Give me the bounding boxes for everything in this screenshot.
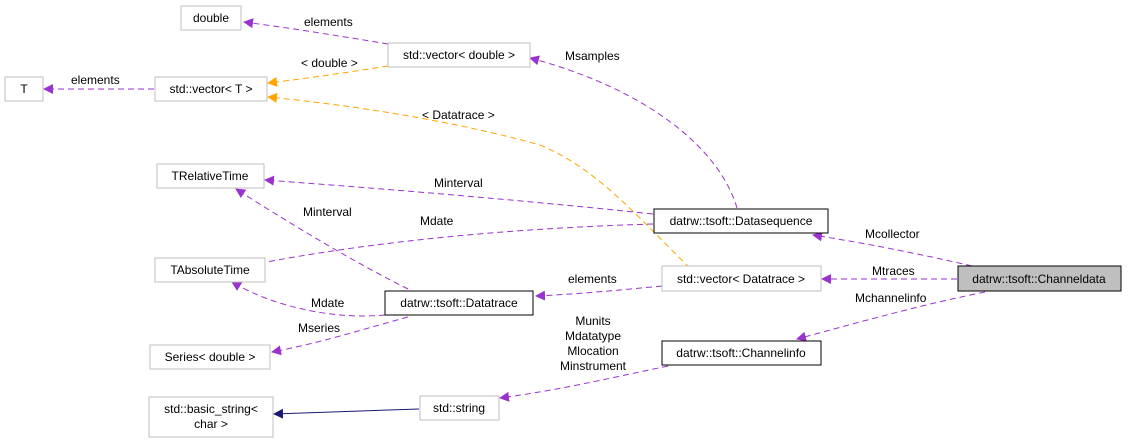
edge-label-mlocation: Mlocation [567, 344, 618, 358]
edge-label-minterval-ds: Minterval [434, 176, 483, 190]
node-double[interactable]: double [180, 5, 242, 31]
node-label-channeldata: datrw::tsoft::Channeldata [972, 272, 1106, 286]
edge-label-double-template: < double > [301, 56, 358, 70]
node-datasequence[interactable]: datrw::tsoft::Datasequence [653, 208, 829, 234]
edge-channeldata-to-datasequence [812, 231, 973, 267]
node-label-datatrace: datrw::tsoft::Datatrace [400, 296, 518, 310]
node-label-tabsolutetime: TAbsoluteTime [170, 263, 250, 277]
edge-string-to-basic-string [273, 408, 420, 419]
edge-label-mseries: Mseries [298, 321, 340, 335]
edge-label-minterval-dt: Minterval [303, 205, 352, 219]
edge-label-datatrace-template: < Datatrace > [422, 108, 495, 122]
edge-vector-double-to-vector-t [267, 65, 389, 87]
node-label-trelativetime: TRelativeTime [172, 169, 249, 183]
node-label-series-double: Series< double > [165, 350, 256, 364]
edge-datatrace-to-tabsolutetime [231, 281, 386, 317]
node-string[interactable]: std::string [419, 395, 500, 421]
node-label-channelinfo: datrw::tsoft::Channelinfo [676, 346, 806, 360]
edge-datatrace-to-trelativetime [235, 188, 409, 290]
node-label-string: std::string [433, 401, 485, 415]
node-label-vector-t: std::vector< T > [170, 82, 253, 96]
node-label-datasequence: datrw::tsoft::Datasequence [670, 214, 813, 228]
edge-label-elements-datatrace: elements [568, 272, 617, 286]
edge-label-mchannelinfo: Mchannelinfo [855, 291, 927, 305]
edge-datatrace-to-series [271, 316, 409, 356]
node-basic-string[interactable]: std::basic_string< char > [148, 396, 274, 438]
edge-datasequence-to-vector-double [529, 55, 738, 209]
edge-vector-datatrace-to-datatrace [535, 285, 663, 301]
edge-channeldata-to-channelinfo [796, 291, 986, 342]
node-t[interactable]: T [4, 76, 44, 102]
node-trelativetime[interactable]: TRelativeTime [156, 163, 265, 189]
node-label-vector-datatrace: std::vector< Datatrace > [677, 272, 805, 286]
node-tabsoluteTime[interactable]: TAbsoluteTime [154, 257, 266, 283]
node-label-vector-double: std::vector< double > [403, 48, 515, 62]
node-label-basic-string-line2: char > [194, 417, 228, 431]
node-label-double: double [193, 11, 229, 25]
edge-label-mdate-ds: Mdate [420, 214, 454, 228]
edge-label-msamples: Msamples [565, 49, 620, 63]
node-channelinfo[interactable]: datrw::tsoft::Channelinfo [661, 340, 822, 366]
node-vector-t[interactable]: std::vector< T > [154, 76, 268, 102]
edge-vector-datatrace-to-vector-t [267, 92, 691, 269]
edge-label-minstrument: Minstrument [560, 359, 627, 373]
nodes: double T std::vector< T > std::vector< d… [4, 5, 1122, 438]
node-label-t: T [20, 82, 28, 96]
edge-channelinfo-to-string [499, 365, 669, 402]
node-series-double[interactable]: Series< double > [149, 344, 271, 370]
edge-label-munits: Munits [575, 314, 610, 328]
edge-label-mtraces: Mtraces [872, 264, 915, 278]
edge-datasequence-to-trelativetime [264, 175, 654, 215]
node-vector-datatrace[interactable]: std::vector< Datatrace > [661, 265, 822, 292]
node-label-basic-string-line1: std::basic_string< [164, 402, 258, 416]
node-channeldata[interactable]: datrw::tsoft::Channeldata [957, 265, 1122, 292]
edge-label-elements-t: elements [71, 73, 120, 87]
edge-label-elements-double: elements [304, 15, 353, 29]
edge-label-mcollector: Mcollector [865, 227, 920, 241]
node-vector-double[interactable]: std::vector< double > [387, 42, 531, 68]
edge-datasequence-to-tabsolutetime [255, 223, 654, 268]
edges: elements elements < double > < Datatrace… [43, 15, 986, 419]
node-datatrace[interactable]: datrw::tsoft::Datatrace [384, 290, 534, 316]
edge-label-mdatatype: Mdatatype [565, 329, 621, 343]
edge-vector-double-to-double [243, 18, 389, 45]
edge-label-mdate-dt: Mdate [311, 296, 345, 310]
